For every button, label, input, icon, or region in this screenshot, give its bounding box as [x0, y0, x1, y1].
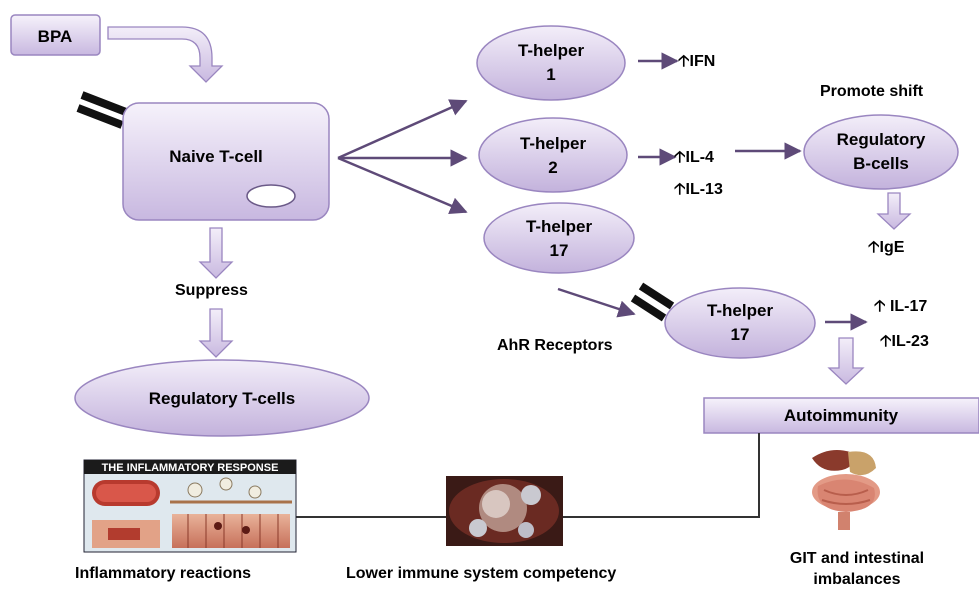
- suppress-label: Suppress: [175, 282, 248, 299]
- down-arrow-treg: [198, 308, 234, 358]
- th17-ellipse-bottom: [664, 287, 816, 359]
- il4-output: 🡡IL-4: [674, 146, 714, 173]
- breg-label-line1: Regulatory: [837, 130, 926, 149]
- breg-label-line2: B-cells: [853, 154, 909, 173]
- il17-label: IL-17: [889, 298, 928, 315]
- immune-cell-image: [446, 476, 563, 546]
- regulatory-t-cells-label: Regulatory T-cells: [149, 389, 295, 408]
- il4-label: IL-4: [685, 149, 714, 166]
- ifn-output: 🡡IFN: [678, 50, 715, 77]
- autoimmunity-box: [703, 397, 979, 434]
- ige-output: 🡡IgE: [868, 236, 904, 263]
- up-arrow-icon: 🡡: [874, 298, 886, 315]
- regulatory-t-cells-ellipse: [74, 359, 370, 437]
- th2-ellipse: [478, 117, 628, 193]
- down-arrow-autoimmunity: [827, 337, 865, 385]
- ahr-receptors-label: AhR Receptors: [497, 337, 613, 354]
- git-label-line1: GIT and intestinal: [789, 550, 925, 567]
- il17-output: 🡡 IL-17: [874, 295, 927, 322]
- regulatory-b-cells-ellipse: [803, 114, 959, 190]
- il13-label: IL-13: [685, 181, 723, 198]
- il13-output: 🡡IL-13: [674, 178, 723, 205]
- output-arrows: [557, 52, 868, 331]
- inflammatory-response-image: [83, 459, 297, 553]
- receptor-icon-naive: [76, 91, 128, 129]
- up-arrow-icon: 🡡: [880, 333, 892, 350]
- naive-t-cell-box: [122, 102, 330, 221]
- th1-label-line1: T-helper: [518, 41, 585, 60]
- lower-immune-label: Lower immune system competency: [346, 565, 617, 582]
- ige-label: IgE: [879, 239, 905, 256]
- th17-top-label-line1: T-helper: [526, 217, 593, 236]
- ifn-label: IFN: [689, 53, 716, 70]
- receptor-icon-ahr: [630, 282, 675, 322]
- th1-label-line2: 1: [546, 65, 555, 84]
- up-arrow-icon: 🡡: [674, 149, 686, 166]
- il23-output: 🡡IL-23: [880, 330, 929, 357]
- th2-label-line1: T-helper: [520, 134, 587, 153]
- th2-label-line2: 2: [548, 158, 557, 177]
- up-arrow-icon: 🡡: [674, 181, 686, 198]
- autoimmunity-label: Autoimmunity: [784, 406, 899, 425]
- git-organs-image: [804, 442, 888, 538]
- th17-top-label-line2: 17: [550, 241, 569, 260]
- th17-bottom-label-line2: 17: [731, 325, 750, 344]
- inflammatory-reactions-label: Inflammatory reactions: [75, 565, 252, 582]
- down-arrow-suppress: [198, 227, 234, 279]
- th17-bottom-label-line1: T-helper: [707, 301, 774, 320]
- promote-shift-label: Promote shift: [820, 83, 924, 100]
- bpa-curved-arrow: [107, 26, 224, 83]
- th17-ellipse-top: [483, 202, 635, 274]
- nucleus-shape: [246, 184, 296, 208]
- down-arrow-ige: [876, 192, 912, 230]
- il23-label: IL-23: [891, 333, 929, 350]
- up-arrow-icon: 🡡: [868, 239, 880, 256]
- up-arrow-icon: 🡡: [678, 53, 690, 70]
- naive-t-cell-label: Naive T-cell: [169, 147, 263, 166]
- th1-ellipse: [476, 25, 626, 101]
- naive-to-th-arrows: [337, 99, 468, 214]
- inflam-image-title: THE INFLAMMATORY RESPONSE: [102, 462, 279, 474]
- bpa-box: [10, 14, 101, 56]
- bpa-label: BPA: [38, 27, 73, 46]
- git-label-line2: imbalances: [813, 571, 901, 588]
